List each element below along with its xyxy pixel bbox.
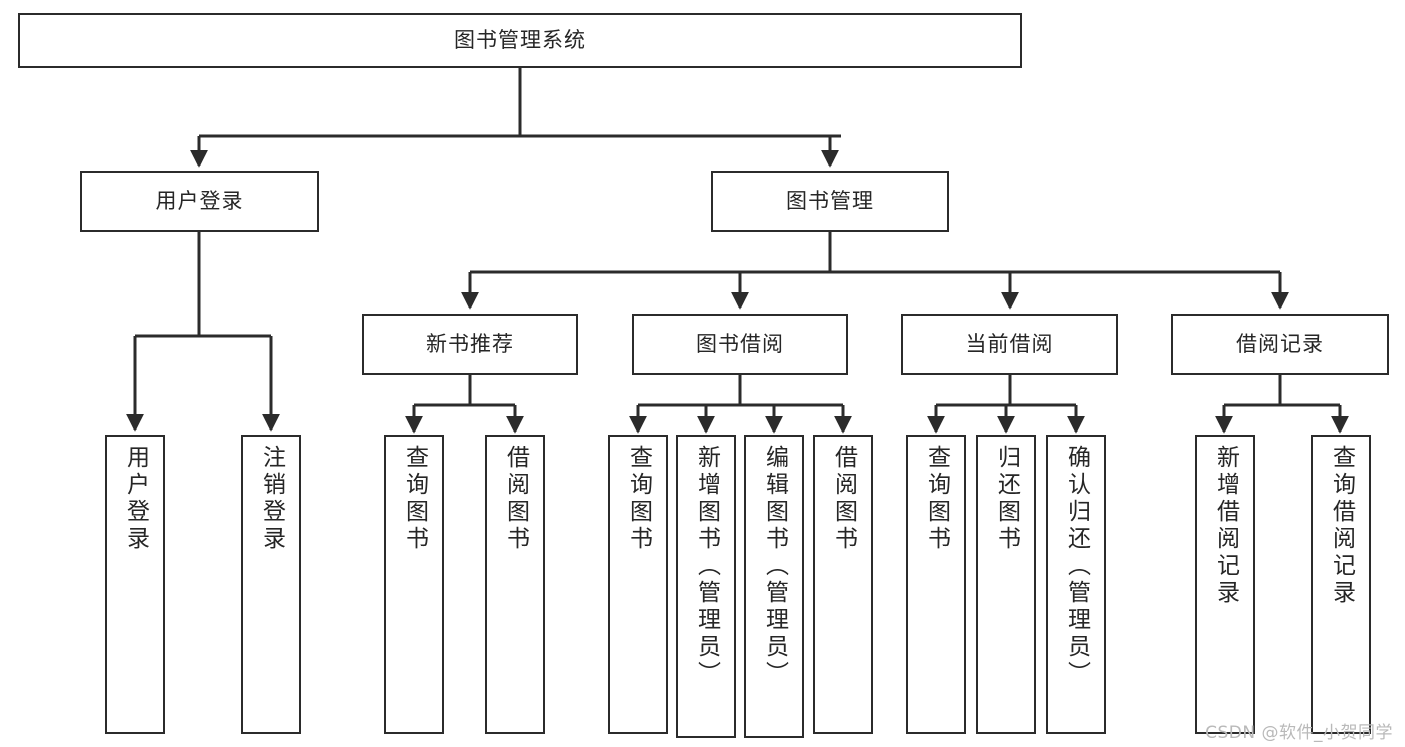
node-current-borrow[interactable]: 当前借阅 <box>901 314 1118 375</box>
node-root-label: 图书管理系统 <box>454 27 586 52</box>
leaf-book-borrow-add[interactable]: 新增图书（管理员） <box>676 435 736 738</box>
node-book-borrow-label: 图书借阅 <box>696 331 784 356</box>
leaf-new-book-query[interactable]: 查询图书 <box>384 435 444 734</box>
leaf-user-login-login[interactable]: 用户登录 <box>105 435 165 734</box>
leaf-label: 编辑图书（管理员） <box>761 445 788 688</box>
node-borrow-record-label: 借阅记录 <box>1236 331 1324 356</box>
leaf-book-borrow-borrow[interactable]: 借阅图书 <box>813 435 873 734</box>
leaf-current-borrow-return[interactable]: 归还图书 <box>976 435 1036 734</box>
node-root[interactable]: 图书管理系统 <box>18 13 1022 68</box>
leaf-label: 查询图书 <box>625 445 652 553</box>
leaf-borrow-record-add[interactable]: 新增借阅记录 <box>1195 435 1255 734</box>
leaf-book-borrow-edit[interactable]: 编辑图书（管理员） <box>744 435 804 738</box>
node-user-login[interactable]: 用户登录 <box>80 171 319 232</box>
leaf-label: 归还图书 <box>993 445 1020 553</box>
leaf-new-book-borrow[interactable]: 借阅图书 <box>485 435 545 734</box>
leaf-user-login-logout[interactable]: 注销登录 <box>241 435 301 734</box>
node-new-book-recommend[interactable]: 新书推荐 <box>362 314 578 375</box>
leaf-label: 借阅图书 <box>830 445 857 553</box>
node-book-management-label: 图书管理 <box>786 188 874 213</box>
leaf-current-borrow-confirm-return[interactable]: 确认归还（管理员） <box>1046 435 1106 734</box>
node-book-borrow[interactable]: 图书借阅 <box>632 314 848 375</box>
node-current-borrow-label: 当前借阅 <box>965 331 1054 356</box>
node-book-management[interactable]: 图书管理 <box>711 171 949 232</box>
leaf-label: 借阅图书 <box>502 445 529 553</box>
leaf-label: 新增借阅记录 <box>1212 445 1239 607</box>
node-borrow-record[interactable]: 借阅记录 <box>1171 314 1389 375</box>
leaf-label: 查询借阅记录 <box>1328 445 1355 607</box>
leaf-book-borrow-query[interactable]: 查询图书 <box>608 435 668 734</box>
leaf-label: 注销登录 <box>258 445 285 553</box>
leaf-label: 确认归还（管理员） <box>1063 445 1090 688</box>
leaf-label: 查询图书 <box>923 445 950 553</box>
leaf-label: 新增图书（管理员） <box>693 445 720 688</box>
leaf-borrow-record-query[interactable]: 查询借阅记录 <box>1311 435 1371 734</box>
node-user-login-label: 用户登录 <box>155 188 244 213</box>
leaf-label: 查询图书 <box>401 445 428 553</box>
leaf-label: 用户登录 <box>122 445 149 553</box>
leaf-current-borrow-query[interactable]: 查询图书 <box>906 435 966 734</box>
node-new-book-recommend-label: 新书推荐 <box>426 331 514 356</box>
